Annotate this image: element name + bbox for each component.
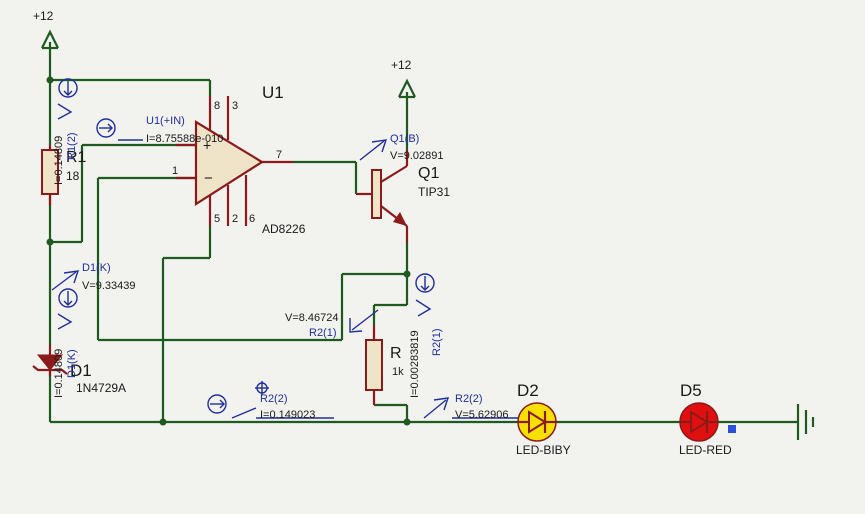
probe-q1-b-reading: V=9.02891 [390,150,444,162]
current-probe-icon [415,273,435,293]
probe-r2-2i[interactable]: R2(2) I=0.149023 [207,381,334,421]
d1-ref: D1 [70,361,92,380]
transistor-q1[interactable]: Q1 TIP31 [356,150,450,242]
probe-r2-2v-reading: V=5.62906 [455,409,509,421]
current-probe-icon [207,394,227,414]
probe-u1-in-name: U1(+IN) [146,115,185,127]
resistor-r1[interactable]: R1 18 [41,145,87,205]
led-d2[interactable]: D2 LED-BIBY [516,381,571,457]
probe-r1-cur-reading: I=0.14809 [53,136,65,185]
d2-part: LED-BIBY [516,443,571,457]
d5-ref: D5 [680,381,702,400]
voltage-probe-icon [351,309,379,331]
power-label-q1: +12 [391,58,412,72]
probe-d1-k-name: D1(K) [82,262,111,274]
probe-q1-b-name: Q1(B) [390,133,419,145]
opamp-u1[interactable]: + − U1 AD8226 8 3 7 1 5 2 6 [172,83,306,236]
voltage-probe-icon [423,399,447,419]
u1-pin-6: 6 [249,213,255,225]
probe-r2-1v-reading: V=8.46724 [285,312,339,324]
resistor-r[interactable]: R 1k [365,325,404,405]
u1-pin-3: 3 [232,100,238,112]
minus-sign: − [204,170,213,187]
probe-q1-b[interactable]: Q1(B) V=9.02891 [359,133,444,162]
probe-r2-2v[interactable]: R2(2) V=5.62906 [423,393,518,421]
probe-u1-in[interactable]: U1(+IN) I=8.75588e-010 [96,115,223,145]
u1-pin-7: 7 [276,149,282,161]
probe-d1-cur-name: D1(K) [66,349,78,378]
u1-pin-2: 2 [232,213,238,225]
u1-ref: U1 [262,83,284,102]
u1-pin-1: 1 [172,165,178,177]
probe-d1-cur[interactable]: D1(K) I=0.14809 [53,288,78,398]
r-value: 1k [392,366,404,378]
voltage-probe-icon [359,140,385,161]
probe-d1-cur-reading: I=0.14809 [53,349,65,398]
r-ref: R [390,345,402,362]
d2-ref: D2 [517,381,539,400]
probe-r2-1v[interactable]: V=8.46724 R2(1) [285,309,379,339]
voltage-probe-icon [51,271,77,291]
power-terminal-left[interactable]: +12 [33,9,59,50]
junction-dots [46,76,411,426]
u1-pin-8: 8 [214,100,220,112]
r1-value: 18 [66,169,80,183]
power-terminal-q1[interactable]: +12 [391,58,416,99]
ground-terminal[interactable] [796,404,815,440]
q1-ref: Q1 [418,165,439,182]
probe-r2-1v-name: R2(1) [309,327,337,339]
r1-ref: R1 [66,149,87,166]
current-probe-icon [96,118,116,138]
probe-r2-2i-name: R2(2) [260,393,288,405]
current-probe-icon [58,78,78,98]
probe-r-cur[interactable]: I=0.00283819 R2(1) [409,273,443,398]
probe-r1-cur[interactable]: R1(2) I=0.14809 [53,78,78,185]
probe-r1-cur-name: R1(2) [66,132,78,160]
probe-r-cur-name: R2(1) [431,328,443,356]
probe-r2-2v-name: R2(2) [455,393,483,405]
q1-part: TIP31 [418,185,450,199]
probe-d1-k[interactable]: D1(K) V=9.33439 [51,262,136,292]
zener-d1[interactable]: D1 1N4729A [32,345,126,395]
power-label-left: +12 [33,9,54,23]
d1-part: 1N4729A [76,381,126,395]
d5-part: LED-RED [679,443,732,457]
led-d5[interactable]: D5 LED-RED [679,381,736,457]
plus-sign: + [203,137,211,153]
probe-r2-2i-reading: I=0.149023 [260,409,315,421]
u1-pin-5: 5 [214,213,220,225]
u1-part: AD8226 [262,222,306,236]
wires [48,42,798,424]
current-probe-icon [58,288,78,308]
probe-d1-k-reading: V=9.33439 [82,280,136,292]
probe-r-cur-reading: I=0.00283819 [409,330,421,398]
probe-u1-in-reading: I=8.75588e-010 [146,133,223,145]
